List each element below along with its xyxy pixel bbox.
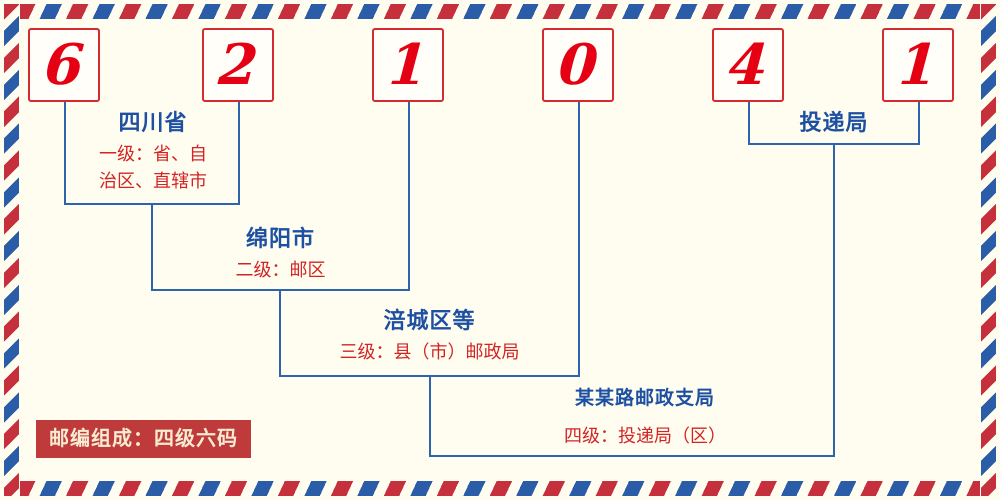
connector-level4-bottom-horizontal <box>429 455 835 457</box>
level4-top-title: 投递局 <box>799 110 869 135</box>
connector-level4-right-vertical <box>918 102 920 145</box>
level1-title: 四川省 <box>118 110 188 135</box>
connector-level3-right-vertical <box>578 102 580 377</box>
connector-level3-drop-vertical <box>279 291 281 377</box>
level3-label-group: 涪城区等 三级：县（市）邮政局 <box>279 308 580 366</box>
level1-label-group: 四川省 一级：省、自治区、直辖市 <box>64 110 242 195</box>
connector-level4-top-horizontal <box>748 143 920 145</box>
connector-level2-bottom-horizontal <box>151 289 410 291</box>
digit-box-1: 6 <box>28 28 100 102</box>
connector-level4-drop-vertical <box>833 145 835 457</box>
level4-description: 四级：投递局（区） <box>564 425 726 446</box>
digit-2: 2 <box>216 32 260 98</box>
connector-level2-drop-vertical <box>151 205 153 291</box>
airmail-stripe-border-right <box>981 4 996 496</box>
digit-1: 6 <box>42 32 86 98</box>
digit-6: 1 <box>896 32 940 98</box>
level3-description: 三级：县（市）邮政局 <box>339 342 520 363</box>
connector-level4-left-vertical <box>748 102 750 145</box>
connector-level4-left-drop-vertical <box>429 377 431 457</box>
level4-title: 某某路邮政支局 <box>574 388 715 409</box>
digit-5: 4 <box>726 32 770 98</box>
connector-level1-right-vertical <box>238 102 240 205</box>
level4-label-group: 某某路邮政支局 四级：投递局（区） <box>470 388 820 450</box>
delivery-office-label-group: 投递局 <box>748 110 920 136</box>
digit-box-4: 0 <box>542 28 614 102</box>
level2-description: 二级：邮区 <box>235 260 326 281</box>
level2-label-group: 绵阳市 二级：邮区 <box>151 226 410 284</box>
connector-level1-left-vertical <box>64 102 66 205</box>
airmail-stripe-border-bottom <box>20 481 980 496</box>
level2-title: 绵阳市 <box>245 226 315 251</box>
digit-box-3: 1 <box>372 28 444 102</box>
connector-level3-bottom-horizontal <box>279 375 580 377</box>
connector-level2-right-vertical <box>408 102 410 291</box>
digit-box-6: 1 <box>882 28 954 102</box>
level1-description: 一级：省、自治区、直辖市 <box>99 144 207 192</box>
airmail-stripe-border-left <box>4 4 19 496</box>
digit-box-2: 2 <box>202 28 274 102</box>
composition-badge: 邮编组成：四级六码 <box>36 420 251 458</box>
level3-title: 涪城区等 <box>383 308 476 333</box>
digit-box-5: 4 <box>712 28 784 102</box>
airmail-stripe-border-top <box>20 4 980 19</box>
digit-3: 1 <box>386 32 430 98</box>
connector-level1-bottom-horizontal <box>64 203 240 205</box>
digit-4: 0 <box>556 32 600 98</box>
